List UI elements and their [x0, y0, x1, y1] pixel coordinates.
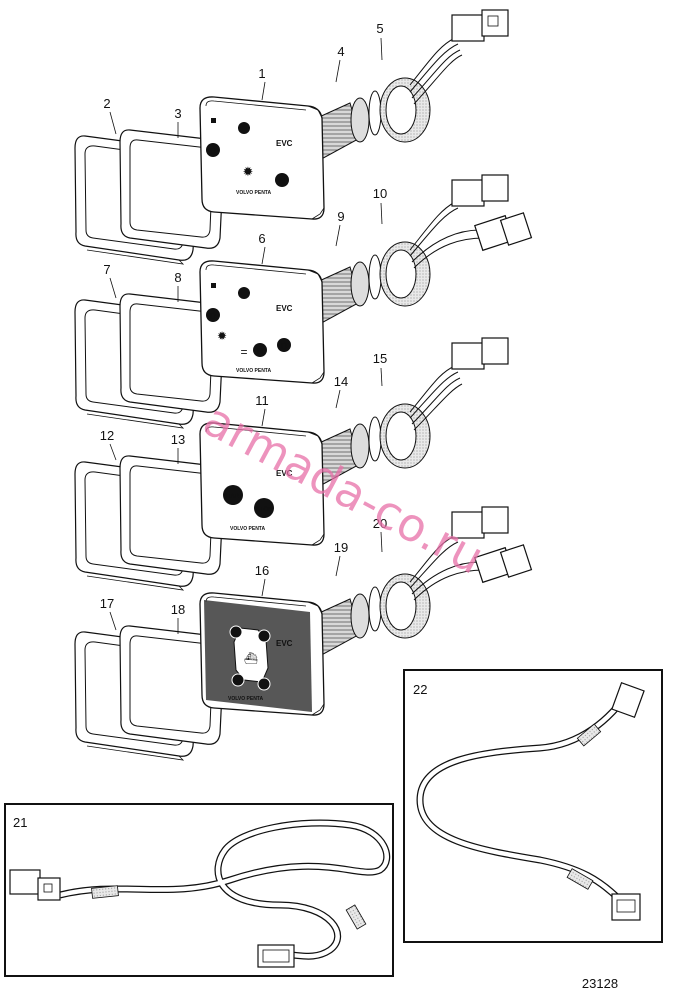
callout-8: 8 [174, 270, 181, 285]
callout-5: 5 [376, 21, 383, 36]
callout-3: 3 [174, 106, 181, 121]
callout-10: 10 [373, 186, 387, 201]
sun-icon: ✹ [243, 164, 254, 179]
brand-label: VOLVO PENTA [236, 190, 271, 196]
start-button [223, 485, 243, 505]
sun-icon: ✹ [217, 329, 227, 343]
brand-label: VOLVO PENTA [236, 368, 271, 374]
callout-22: 22 [413, 682, 427, 697]
cable-box-22: 22 [403, 669, 663, 943]
start-label: START [223, 494, 242, 500]
lock-icon [211, 283, 216, 288]
callout-21: 21 [13, 815, 27, 830]
evc-label: EVC [276, 304, 293, 313]
assembly-row-2: D N D ✹ = EVC VOLVO PENTA [74, 174, 533, 429]
stop-label: STOP [256, 507, 272, 513]
callout-6: 6 [258, 231, 265, 246]
evc-label: EVC [276, 639, 293, 648]
callout-18: 18 [171, 602, 185, 617]
evc-label: EVC [276, 139, 293, 148]
figure-number: 23128 [582, 976, 618, 991]
assembly-row-3: START STOP EVC VOLVO PENTA [74, 337, 509, 591]
callout-2: 2 [103, 96, 110, 111]
callout-13: 13 [171, 432, 185, 447]
control-panel-trim: ⛴ EVC VOLVO PENTA [204, 600, 312, 712]
callout-7: 7 [103, 262, 110, 277]
callout-19: 19 [334, 540, 348, 555]
callout-11: 11 [255, 393, 269, 408]
brand-label: VOLVO PENTA [228, 696, 263, 702]
callout-numbers: 1 2 3 4 5 6 7 8 9 10 11 12 13 14 15 16 1… [100, 21, 387, 617]
callout-9: 9 [337, 209, 344, 224]
d-label: D [210, 311, 217, 321]
equals-icon: = [240, 345, 247, 359]
callout-16: 16 [255, 563, 269, 578]
n-label: N [279, 176, 286, 186]
trim-icon: ⛴ [244, 652, 258, 665]
assembly-row-1: D N ✹ EVC VOLVO PENTA [74, 9, 509, 265]
d-label: D [210, 146, 217, 156]
stop-button [254, 498, 274, 518]
callout-4: 4 [337, 44, 344, 59]
n-label: N [257, 346, 264, 356]
assembly-row-4: ⛴ EVC VOLVO PENTA [74, 506, 533, 761]
cable-box-21: 21 [4, 803, 394, 977]
control-panel-start-stop: START STOP EVC VOLVO PENTA [223, 469, 293, 532]
callout-12: 12 [100, 428, 114, 443]
lock-icon [211, 118, 216, 123]
control-panel-dual: D N ✹ EVC VOLVO PENTA [206, 118, 293, 196]
indicator-button [238, 122, 250, 134]
brand-label: VOLVO PENTA [230, 526, 265, 532]
callout-17: 17 [100, 596, 114, 611]
d-label: D [281, 341, 288, 351]
callout-14: 14 [334, 374, 348, 389]
callout-20: 20 [373, 516, 387, 531]
control-panel-single: D N D ✹ = EVC VOLVO PENTA [206, 283, 293, 374]
callout-leaders [109, 37, 383, 634]
callout-1: 1 [258, 66, 265, 81]
evc-label: EVC [276, 469, 293, 478]
callout-15: 15 [373, 351, 387, 366]
